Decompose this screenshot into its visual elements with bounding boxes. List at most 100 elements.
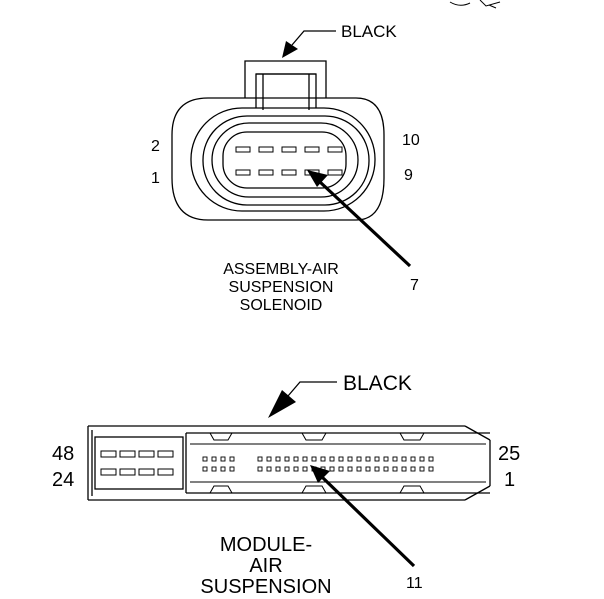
- solenoid-color-leader-line: [291, 30, 336, 46]
- module-power-pin-cavity: [119, 468, 136, 476]
- module-signal-pin-cavity: [374, 466, 380, 472]
- solenoid-pin-cavity: [281, 169, 297, 176]
- module-signal-pin-cavity: [302, 466, 308, 472]
- module-callout-pin-number: 11: [406, 575, 423, 592]
- solenoid-shell-inner: [211, 122, 359, 198]
- module-signal-pin-cavity: [392, 456, 398, 462]
- module-pin-callout-line: [320, 475, 416, 568]
- module-signal-pin-cavity: [266, 466, 272, 472]
- module-signal-pin-cavity: [329, 456, 335, 462]
- solenoid-pin-cavity: [258, 146, 274, 153]
- module-signal-pin-cavity: [257, 466, 263, 472]
- module-latch-ribs: [190, 432, 486, 494]
- module-signal-pin-cavity: [410, 466, 416, 472]
- module-color-leader-line: [287, 381, 337, 397]
- module-power-pin-cavity: [138, 468, 155, 476]
- module-pin-label-24: 24: [52, 469, 74, 491]
- module-signal-pin-cavity: [320, 456, 326, 462]
- solenoid-pin-cavity: [281, 146, 297, 153]
- module-power-pin-cavity: [100, 468, 117, 476]
- module-signal-pin-cavity: [257, 456, 263, 462]
- solenoid-pin-label-10: 10: [402, 132, 420, 149]
- module-signal-pin-cavity: [356, 456, 362, 462]
- module-signal-pin-cavity: [428, 456, 434, 462]
- solenoid-caption-line-3: SOLENOID: [240, 297, 323, 314]
- solenoid-pin-cavity: [235, 146, 251, 153]
- solenoid-caption-line-1: ASSEMBLY-AIR: [223, 261, 339, 278]
- module-signal-pin-cavity: [365, 456, 371, 462]
- module-pin-label-48: 48: [52, 443, 74, 465]
- module-signal-pin-cavity: [202, 466, 208, 472]
- module-signal-pin-cavity: [284, 456, 290, 462]
- module-signal-pin-cavity: [347, 466, 353, 472]
- module-signal-pin-cavity: [266, 456, 272, 462]
- module-signal-pin-cavity: [202, 456, 208, 462]
- solenoid-color-label: BLACK: [341, 22, 397, 41]
- module-signal-pin-cavity: [419, 456, 425, 462]
- module-power-pin-cavity: [157, 450, 174, 458]
- module-signal-pin-cavity: [356, 466, 362, 472]
- module-power-pin-cavity: [100, 450, 117, 458]
- module-signal-pin-cavity: [401, 456, 407, 462]
- solenoid-pin-cavity: [304, 146, 320, 153]
- module-signal-pin-cavity: [211, 466, 217, 472]
- module-caption-line-1: MODULE-: [220, 534, 312, 556]
- solenoid-callout-pin-number: 7: [410, 277, 419, 294]
- module-signal-pin-cavity: [338, 456, 344, 462]
- module-signal-pin-cavity: [229, 466, 235, 472]
- module-color-label: BLACK: [343, 372, 412, 395]
- module-caption-line-2: AIR: [249, 555, 282, 577]
- module-color-arrowhead: [268, 390, 296, 418]
- module-signal-pin-cavity: [347, 456, 353, 462]
- solenoid-connector: BLACK: [151, 22, 420, 314]
- module-signal-pin-cavity: [365, 466, 371, 472]
- module-signal-pin-cavity: [329, 466, 335, 472]
- module-signal-pin-cavity: [220, 456, 226, 462]
- solenoid-pin-label-1: 1: [151, 170, 160, 187]
- module-power-pin-cavity: [157, 468, 174, 476]
- module-signal-pin-cavity: [383, 466, 389, 472]
- solenoid-housing: [171, 97, 385, 221]
- cropped-figure-fragment: [449, 0, 501, 9]
- solenoid-caption-line-2: SUSPENSION: [229, 279, 334, 296]
- solenoid-shell-outer: [190, 107, 376, 212]
- solenoid-lock-tab: [244, 60, 327, 110]
- module-connector: BLACK: [52, 372, 520, 598]
- module-pin-callout-arrowhead: [310, 465, 330, 483]
- solenoid-pin-face: [222, 131, 347, 189]
- solenoid-pin-cavity: [258, 169, 274, 176]
- module-signal-pin-cavity: [220, 466, 226, 472]
- solenoid-pin-cavity: [235, 169, 251, 176]
- module-signal-pin-field: [202, 456, 434, 472]
- module-signal-pin-cavity: [410, 456, 416, 462]
- module-power-pin-block: [94, 436, 184, 490]
- module-signal-pin-cavity: [293, 466, 299, 472]
- solenoid-pin-cavities: [235, 146, 343, 176]
- module-signal-pin-cavity: [374, 456, 380, 462]
- module-signal-pin-cavity: [302, 456, 308, 462]
- module-pin-label-25: 25: [498, 443, 520, 465]
- module-pin-label-1: 1: [504, 469, 515, 491]
- module-caption-line-3: SUSPENSION: [200, 576, 331, 598]
- module-power-pin-cavity: [119, 450, 136, 458]
- module-signal-pin-cavity: [428, 466, 434, 472]
- module-signal-pin-cavity: [401, 466, 407, 472]
- module-signal-pin-cavity: [275, 466, 281, 472]
- solenoid-pin-cavity: [327, 169, 343, 176]
- module-signal-pin-cavity: [284, 466, 290, 472]
- module-signal-pin-cavity: [275, 456, 281, 462]
- module-signal-pin-cavity: [311, 456, 317, 462]
- solenoid-color-arrowhead: [282, 41, 298, 58]
- solenoid-pin-callout-arrowhead: [307, 170, 328, 187]
- solenoid-pin-label-9: 9: [404, 167, 413, 184]
- module-signal-pin-cavity: [211, 456, 217, 462]
- module-signal-pin-cavity: [229, 456, 235, 462]
- solenoid-pin-cavity: [327, 146, 343, 153]
- module-signal-pin-cavity: [419, 466, 425, 472]
- solenoid-pin-callout-line: [318, 180, 412, 268]
- module-signal-pin-cavity: [392, 466, 398, 472]
- module-signal-pin-cavity: [338, 466, 344, 472]
- module-power-pin-cavity: [138, 450, 155, 458]
- solenoid-pin-label-2: 2: [151, 138, 160, 155]
